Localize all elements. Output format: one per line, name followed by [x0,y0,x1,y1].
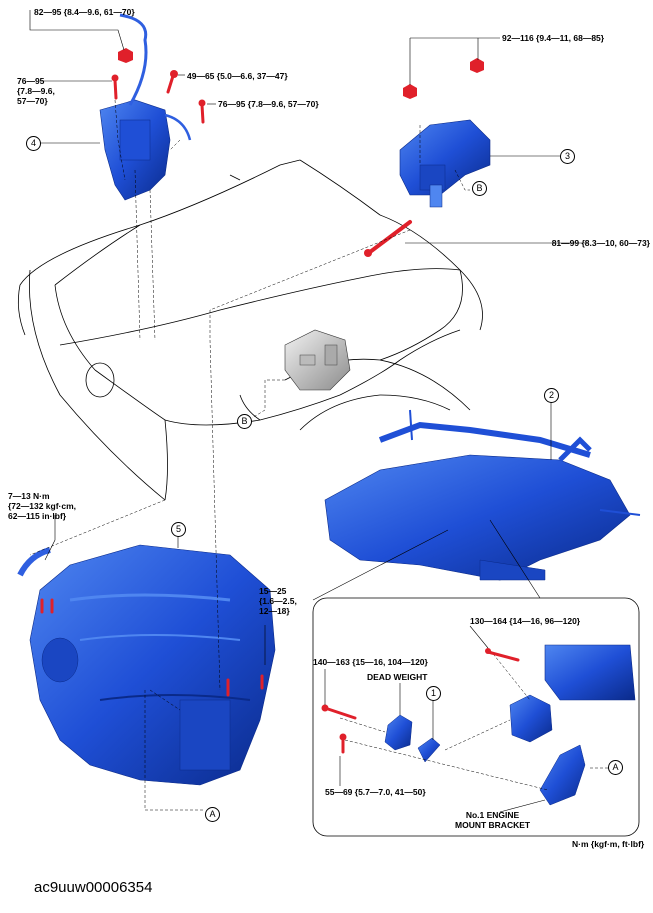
torque-label-76-95-right: 76—95 {7.8—9.6, 57—70} [218,99,319,109]
nut-icon [403,84,417,99]
part-4-bracket [99,13,192,201]
mount-bracket-label: No.1 ENGINE MOUNT BRACKET [455,810,531,830]
bolt-head-icon [170,70,178,78]
part-5-engine [17,544,276,786]
torque-label-81-99: 81—99 {8.3—10, 60—73} [552,238,650,248]
torque-label-49-65: 49—65 {5.0—6.6, 37—47} [187,71,288,81]
torque-label-55-69: 55—69 {5.7—7.0, 41—50} [325,787,426,797]
leader-lines [29,10,588,665]
callout-b-bottom: B [237,414,252,429]
units-note: N·m {kgf·m, ft·lbf} [572,839,645,849]
part-2-crossmember [324,409,641,581]
bolt-head-icon [485,648,491,654]
callout-a-engine: A [205,807,220,822]
nut-icon [470,58,484,73]
bolt-head-icon [339,733,347,741]
callout-b-top: B [472,181,487,196]
bolt-head-icon [111,74,119,82]
torque-label-140-163: 140—163 {15—16, 104—120} [313,657,428,667]
callout-a-inset: A [608,760,623,775]
callout-5: 5 [171,522,186,537]
torque-label-130-164: 130—164 {14—16, 96—120} [470,616,581,626]
dead-weight-label: DEAD WEIGHT [367,672,428,682]
bolts-main [40,74,412,697]
engine-mount-rubber [284,329,351,391]
callout-2: 2 [544,388,559,403]
bolt-head-icon [321,704,329,712]
nuts-main [111,48,484,257]
torque-label-82-95: 82—95 {8.4—9.6, 61—70} [34,7,135,17]
dashed-reference-lines [29,99,470,811]
inset-panel [312,519,640,837]
bolt-head-icon [198,99,206,107]
nut-icon [118,48,133,63]
torque-label-15-25: 15—25 {1.6—2.5, 12—18} [259,586,297,616]
callout-4: 4 [26,136,41,151]
callout-3: 3 [560,149,575,164]
torque-label-76-95-left: 76—95 {7.8—9.6, 57—70} [17,76,55,106]
vehicle-body-outline [17,159,483,501]
torque-label-7-13: 7—13 N·m {72—132 kgf·cm, 62—115 in·lbf} [8,491,77,521]
figure-code: ac9uuw00006354 [34,879,153,896]
callout-1: 1 [426,686,441,701]
torque-label-81-99-text: 81—99 {8.3—10, 60—73} [551,238,650,248]
part-3-mount [399,119,491,208]
torque-label-92-116: 92—116 {9.4—11, 68—85} [502,33,605,43]
bolt-head-icon [364,249,372,257]
